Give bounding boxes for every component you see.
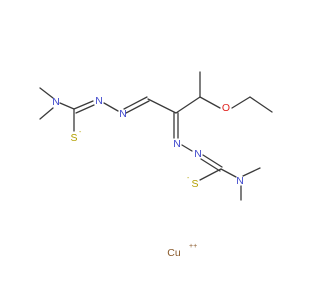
atom-n-hydrazone-2a: N	[173, 138, 181, 150]
bond-o-ch2	[231, 96, 251, 109]
atom-n-hydrazone-1a: N	[95, 95, 103, 107]
bond-c1-n2-a	[73, 100, 94, 110]
atom-s-2: S	[191, 178, 198, 190]
atom-n-hydrazone-1b: N	[119, 108, 127, 120]
bonds	[39, 71, 273, 201]
bond-n3-c3-a	[123, 96, 148, 110]
bond-n5-c6-b	[200, 158, 221, 172]
bond-c1-n2-b	[75, 104, 95, 114]
bond-n1-me2	[39, 107, 54, 120]
atom-n-hydrazone-2b: N	[194, 148, 202, 160]
bond-n4-n5	[181, 144, 193, 152]
bond-c5-o	[199, 96, 221, 109]
bond-me1-n1	[39, 87, 54, 99]
bond-n1-c1	[59, 102, 75, 110]
atom-n-amine-2: N	[236, 175, 244, 187]
atom-copper-ion: Cu	[167, 247, 181, 259]
atoms: N N N S - O N N S - N Cu ++	[52, 95, 244, 259]
bond-n3-c3-b	[125, 100, 150, 114]
bond-c4-c5	[175, 96, 201, 114]
atom-s-1: S	[70, 132, 77, 144]
bond-c6-s2	[199, 168, 222, 181]
atom-n-amine-1: N	[52, 96, 60, 108]
molecule-structure: N N N S - O N N S - N Cu ++	[39, 71, 273, 259]
bond-c6-n6	[220, 168, 237, 178]
bond-n5-c6-a	[202, 154, 223, 168]
bond-ch2-ch3	[249, 96, 273, 113]
bond-c3-c4	[147, 98, 177, 114]
charge-s-2: -	[187, 175, 190, 182]
charge-copper: ++	[189, 243, 197, 250]
charge-s-1: -	[79, 129, 82, 136]
bond-n2-n3	[103, 102, 119, 112]
bond-n6-me1	[242, 167, 261, 177]
atom-o-ether: O	[222, 102, 230, 114]
